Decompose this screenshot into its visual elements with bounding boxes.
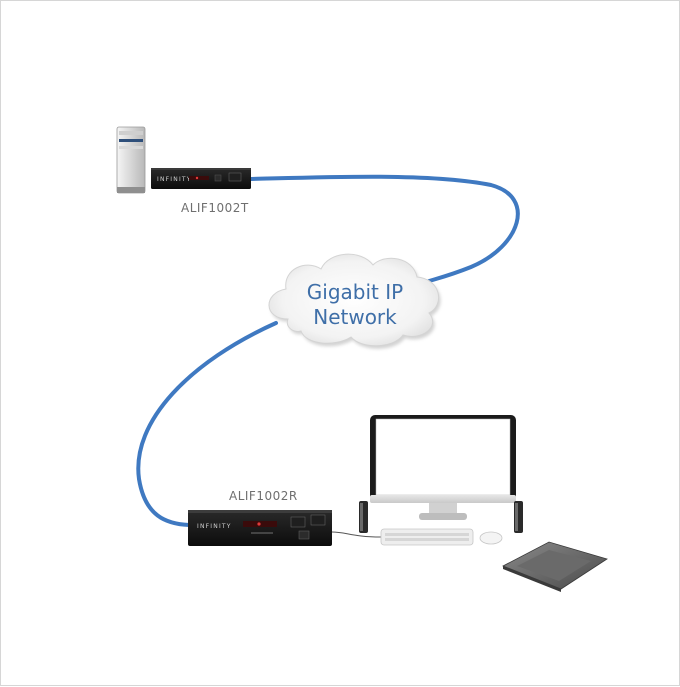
keyboard-icon <box>380 528 474 546</box>
monitor-icon <box>370 415 516 520</box>
speaker-right-icon <box>514 501 523 533</box>
transmitter-brand: INFINITY <box>157 176 192 183</box>
receiver-unit: INFINITY <box>188 510 332 546</box>
transmitter-unit: INFINITY <box>151 168 251 189</box>
tower-pc <box>116 126 146 194</box>
cable-transmitter-to-network <box>249 174 520 285</box>
mouse-icon <box>479 531 503 545</box>
receiver-label: ALIF1002R <box>229 489 298 503</box>
network-label-line1: Gigabit IP <box>307 280 403 304</box>
logo-icon <box>228 172 242 182</box>
workstation <box>359 415 608 592</box>
graphics-tablet-icon <box>502 541 608 592</box>
logo-icon <box>310 514 326 526</box>
network-cloud: Gigabit IP Network <box>268 253 441 349</box>
network-label-line2: Network <box>313 305 397 329</box>
transmitter-label: ALIF1002T <box>181 201 249 215</box>
cable-network-to-receiver <box>136 321 278 527</box>
speaker-left-icon <box>359 501 368 533</box>
receiver-brand: INFINITY <box>197 523 232 530</box>
